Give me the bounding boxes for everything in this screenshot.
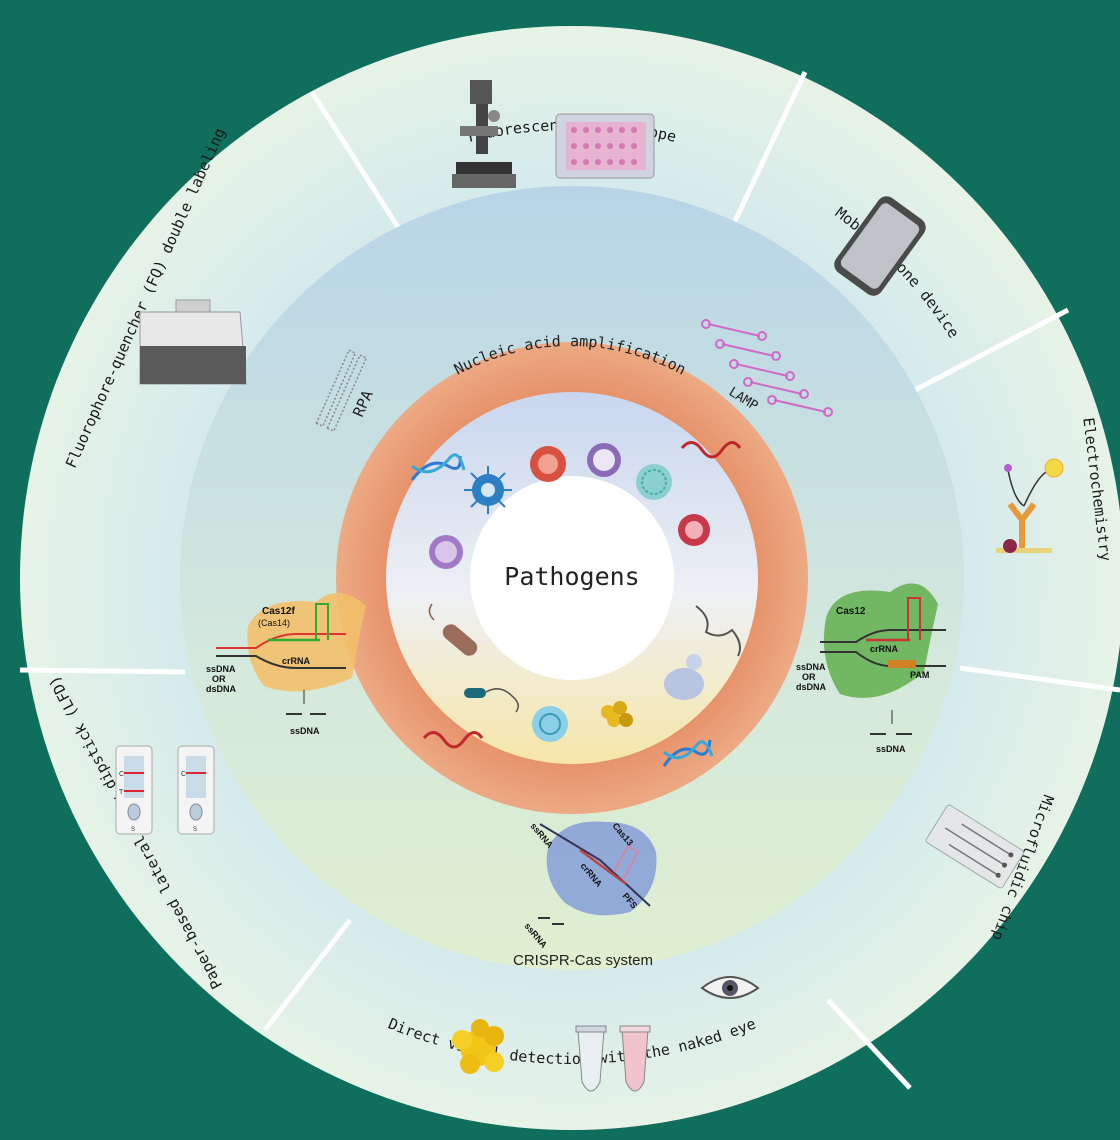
virus-crimson-icon bbox=[678, 514, 710, 546]
cas12f-product: ssDNA bbox=[290, 726, 320, 736]
cas12f-target-1: ssDNA bbox=[206, 664, 236, 674]
crispr-label: CRISPR-Cas system bbox=[513, 952, 653, 969]
bacterium-rod-icon bbox=[428, 603, 478, 656]
eye-icon bbox=[700, 976, 760, 999]
clear-tube-icon bbox=[575, 1025, 607, 1092]
dna-helix-icon-bottom-right bbox=[662, 739, 714, 767]
virus-blue-icon bbox=[464, 466, 512, 514]
mobile-phone-icon bbox=[834, 196, 926, 296]
cas12-target-or: OR bbox=[802, 672, 816, 682]
cas12-target-1: ssDNA bbox=[796, 662, 826, 672]
cas12f-alt-name: (Cas14) bbox=[258, 618, 290, 628]
virus-red-icon bbox=[530, 446, 566, 482]
virus-purple-icon bbox=[587, 443, 621, 477]
microfluidic-chip-icon bbox=[925, 804, 1025, 889]
electrochemistry-icon bbox=[996, 458, 1064, 553]
yeast-icon bbox=[664, 654, 704, 700]
bacteria-flagellated-icon bbox=[464, 688, 519, 713]
sector-dividers bbox=[19, 70, 1120, 1090]
lfd-strip-1-c-label: C bbox=[119, 771, 124, 778]
lfd-strip-2 bbox=[177, 745, 215, 835]
lfd-strip-2-s-label: S bbox=[193, 827, 197, 833]
dna-helix-icon-top-left bbox=[410, 453, 466, 481]
pink-tube-icon bbox=[619, 1025, 651, 1092]
staphylococcus-icon bbox=[601, 701, 633, 727]
fluorescence-reader-icon bbox=[139, 299, 247, 385]
rpa-icon bbox=[315, 349, 368, 433]
cas12f-target-2: dsDNA bbox=[206, 684, 237, 694]
lfd-strip-2-c-label: C bbox=[181, 771, 186, 778]
virus-teal-icon bbox=[636, 464, 672, 500]
lfd-strip-1-s-label: S bbox=[131, 827, 135, 833]
cas12-name: Cas12 bbox=[836, 606, 866, 617]
cas12-target-2: dsDNA bbox=[796, 682, 827, 692]
virus-cyan-icon bbox=[532, 706, 568, 742]
microscope-icon bbox=[452, 80, 516, 188]
microplate-icon bbox=[555, 113, 655, 179]
cas12-complex bbox=[820, 583, 946, 735]
rna-strand-icon-top-right bbox=[680, 441, 742, 459]
center-circle bbox=[470, 476, 674, 680]
lamp-icon bbox=[701, 319, 833, 417]
cas13-complex bbox=[538, 821, 657, 925]
lfd-strip-1-t-label: T bbox=[119, 789, 124, 796]
virus-violet-icon bbox=[429, 535, 463, 569]
gold-nanoparticle-icon bbox=[452, 1019, 504, 1074]
fungus-icon bbox=[695, 605, 741, 657]
cas12-pam: PAM bbox=[910, 670, 929, 680]
cas12-crrna: crRNA bbox=[870, 644, 899, 654]
cas12f-crrna: crRNA bbox=[282, 656, 311, 666]
cas12-product: ssDNA bbox=[876, 744, 906, 754]
cas12f-complex bbox=[216, 592, 366, 715]
cas12f-name: Cas12f bbox=[262, 606, 295, 617]
center-label: Pathogens bbox=[504, 562, 639, 591]
lfd-strip-1 bbox=[115, 745, 153, 835]
rna-strand-icon-bottom-left bbox=[422, 731, 484, 749]
cas12f-target-or: OR bbox=[212, 674, 226, 684]
